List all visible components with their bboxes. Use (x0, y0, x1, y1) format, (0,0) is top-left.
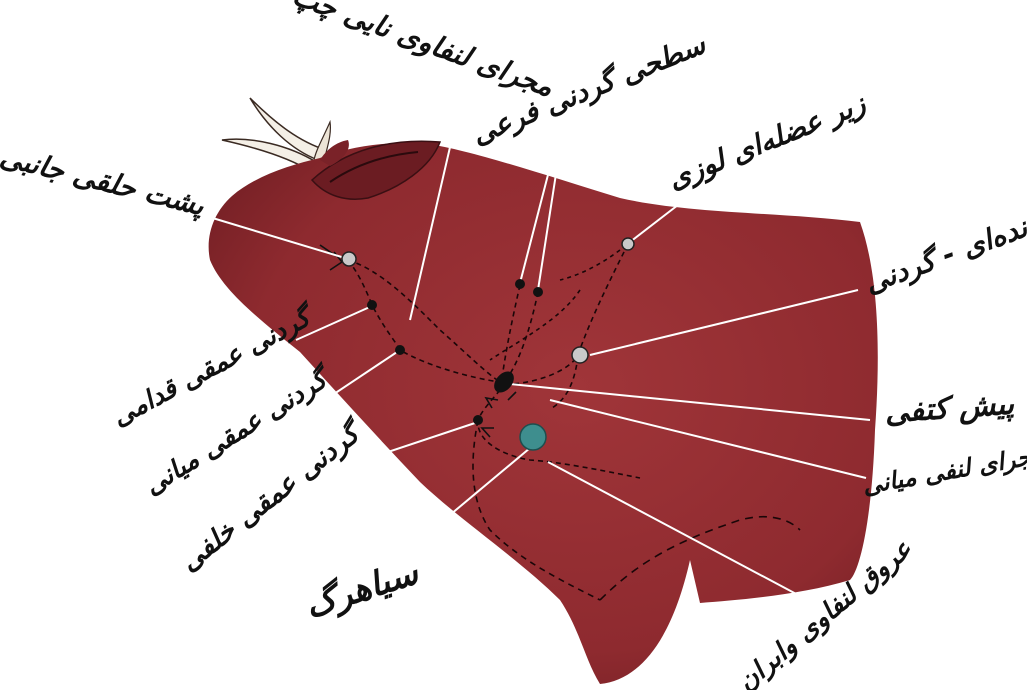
label-left-tracheal-duct: مجرای لنفاوی نایی چپ (288, 0, 558, 105)
label-mediastinal-duct: مجرای لنفی میانی (860, 440, 1027, 501)
label-retropharyngeal-lateral: پشت حلقی جانبی (0, 139, 209, 223)
label-superficial-cervical-accessory: سطحی گردنی فرعی (467, 27, 712, 152)
retropharyngeal-node (342, 252, 356, 266)
label-prescapular: پیش کتفی (883, 386, 1015, 430)
middle-deep-cervical-node (395, 345, 405, 355)
cranial-deep-cervical-node (367, 300, 377, 310)
jugular-node (520, 424, 546, 450)
label-jugular-vein: سیاهرگ (300, 551, 425, 626)
subrhomboid-node (622, 238, 634, 250)
label-costocervical: دنده‌ای - گردنی (860, 206, 1027, 301)
superficial-accessory-node-1 (515, 279, 525, 289)
costocervical-node (572, 347, 588, 363)
caudal-deep-cervical-node (473, 415, 483, 425)
superficial-accessory-node-2 (533, 287, 543, 297)
label-subrhomboid: زیر عضله‌ای لوزی (663, 86, 871, 197)
